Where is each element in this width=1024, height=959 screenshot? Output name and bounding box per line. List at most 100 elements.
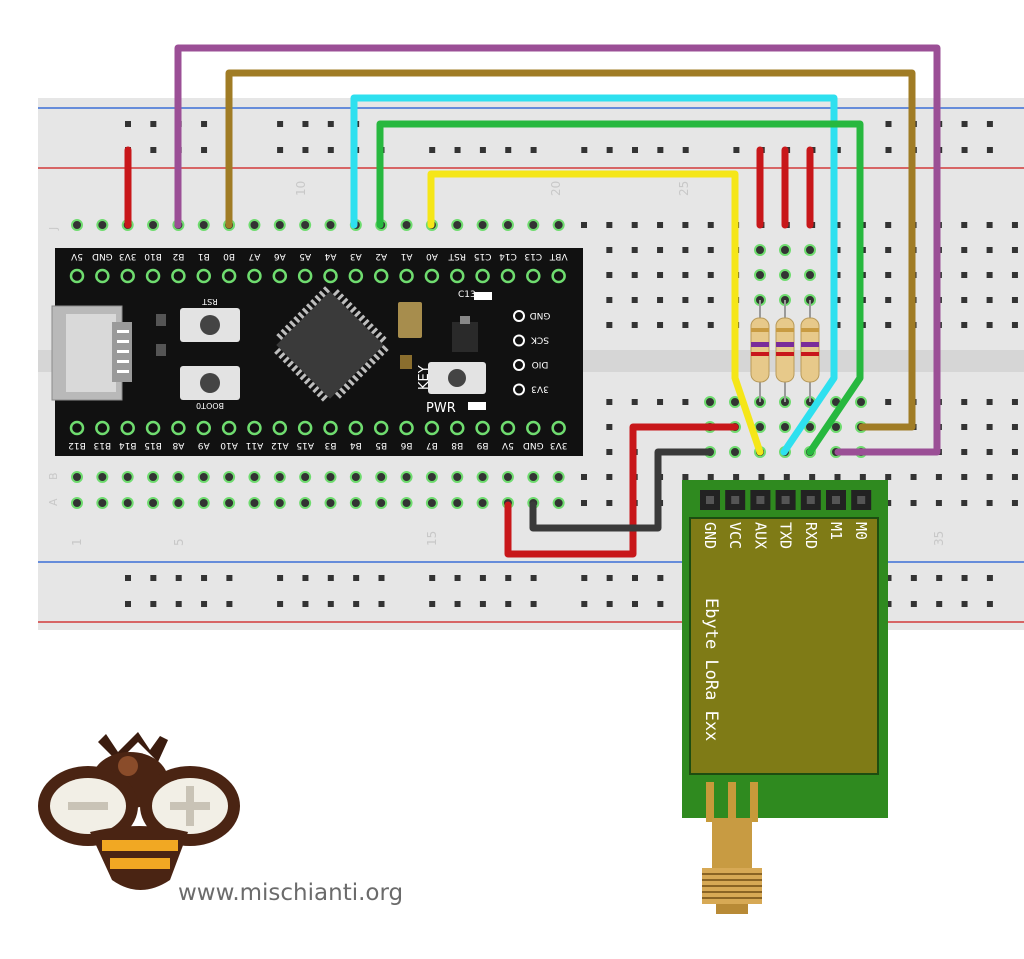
terminal-hole (986, 449, 993, 455)
connected-hole (476, 471, 489, 483)
chip-pin (303, 377, 311, 385)
chip-pin (280, 328, 288, 336)
terminal-hole (1011, 247, 1018, 253)
connected-hole (172, 471, 185, 483)
chip-pin (301, 307, 309, 315)
stm32-bottom-pin-label: B8 (451, 440, 463, 450)
connected-hole (121, 471, 134, 483)
terminal-hole (606, 424, 613, 430)
stm32-bottom-pin (69, 420, 85, 436)
rail-hole (378, 575, 385, 581)
stm32-top-pin-label: VBT (549, 251, 567, 261)
lora-pin-hole (857, 496, 866, 504)
column-number-5: 5 (172, 538, 186, 546)
stm32-top-pin-label: A2 (375, 251, 387, 261)
connected-hole (527, 471, 540, 483)
connected-hole (299, 497, 312, 509)
stm32-bottom-pin-label: 3V3 (550, 440, 568, 450)
row-letter-j: J (47, 227, 60, 231)
terminal-hole (657, 272, 664, 278)
key-button[interactable] (428, 362, 486, 394)
rail-hole (961, 601, 968, 607)
terminal-hole (961, 247, 968, 253)
lora-pin-label-group: M1 (827, 522, 845, 540)
boot0-button[interactable] (180, 366, 240, 400)
stm32-bottom-pin-label: B14 (119, 440, 137, 450)
terminal-hole (657, 399, 664, 405)
capacitor (400, 355, 412, 369)
chip-pin (318, 290, 326, 298)
wire-purple (174, 44, 941, 456)
stm32-bottom-pin-label: A9 (198, 440, 210, 450)
stm32-bottom-pin (424, 420, 440, 436)
resistor-band (801, 352, 819, 356)
terminal-hole (631, 272, 638, 278)
chip-pin (341, 297, 349, 305)
connected-hole (804, 269, 816, 281)
chip-pin (332, 289, 340, 297)
connected-hole (147, 471, 160, 483)
chip-pin (297, 311, 305, 319)
rail-hole (885, 601, 892, 607)
rail-hole (961, 575, 968, 581)
rail-hole (175, 575, 182, 581)
column-number-35: 35 (932, 531, 946, 546)
usb-connector (51, 305, 132, 401)
terminal-hole (885, 297, 892, 303)
stm32-bottom-pin (272, 420, 288, 436)
terminal-hole (961, 399, 968, 405)
stm32-top-pin-label: A1 (401, 251, 413, 261)
rail-hole (429, 575, 436, 581)
chip-pin (288, 320, 297, 328)
rail-hole (429, 601, 436, 607)
rail-hole (632, 601, 638, 607)
lora-pin-label: RXD (802, 522, 820, 549)
row-letter-a: A (47, 498, 60, 506)
rail-hole (454, 147, 461, 153)
terminal-hole (682, 272, 689, 278)
connected-hole (501, 471, 514, 483)
stm32-bottom-pin (475, 420, 490, 436)
reset-button[interactable] (180, 308, 240, 342)
lora-pin-hole (731, 496, 740, 504)
terminal-hole (606, 222, 613, 228)
chip-pin (377, 349, 385, 357)
terminal-hole (758, 474, 765, 480)
stm32-top-pin-label: B10 (144, 251, 162, 261)
rail-hole (986, 121, 993, 127)
connected-hole (779, 269, 791, 281)
lora-pin-hole (756, 496, 765, 504)
terminal-hole (885, 500, 892, 506)
connected-hole (96, 219, 109, 231)
rail-hole (353, 575, 360, 581)
lora-pin-label: AUX (751, 522, 769, 549)
chip-pin (349, 306, 357, 314)
connected-hole (804, 244, 816, 256)
stm32-bottom-pin (551, 420, 566, 436)
stm32-bottom-pin-label: B12 (68, 440, 86, 450)
rail-hole (530, 575, 537, 581)
connected-hole (299, 219, 312, 231)
chip-pin (305, 303, 314, 311)
stm32-top-pin (399, 268, 414, 284)
chip-pin (358, 314, 366, 322)
connected-hole (855, 396, 867, 408)
connected-hole (729, 446, 741, 458)
rail-hole (277, 575, 284, 581)
connected-hole (147, 219, 160, 231)
stm32-bottom-pin (247, 420, 262, 436)
rail-hole (657, 601, 664, 607)
chip-pin (320, 394, 328, 402)
rail-hole (530, 601, 537, 607)
stm32-top-pin-label: A4 (324, 251, 336, 261)
c13-label: C13 (458, 290, 476, 300)
terminal-hole (986, 474, 993, 480)
chip-pin (381, 345, 389, 353)
connected-hole (400, 471, 413, 483)
stm32-bottom-pin-label: A8 (172, 440, 184, 450)
rail-hole (327, 147, 334, 153)
terminal-hole (657, 247, 664, 253)
terminal-hole (606, 500, 613, 506)
terminal-hole (885, 222, 892, 228)
rail-hole (682, 147, 689, 153)
